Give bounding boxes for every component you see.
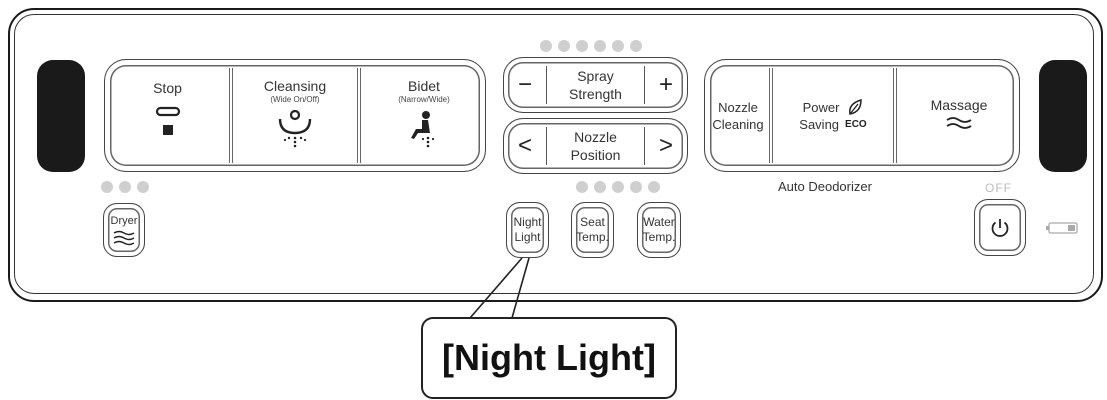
nozzle-cleaning-label-1: Nozzle	[718, 99, 758, 115]
level-dot	[558, 40, 570, 52]
nozzle-position-label: Nozzle Position	[544, 119, 647, 173]
dryer-level-indicator	[101, 181, 149, 193]
nozzle-label-2: Position	[570, 147, 621, 163]
divider	[643, 127, 645, 165]
power-button[interactable]	[974, 199, 1026, 256]
nozzle-label-1: Nozzle	[574, 129, 617, 145]
massage-wave-icon	[946, 117, 972, 129]
divider	[546, 127, 548, 165]
main-button-group: Stop Cleansing (Wide On/Off) Bidet (Narr…	[104, 59, 486, 172]
left-sensor	[37, 60, 85, 172]
spray-label-1: Spray	[577, 68, 614, 84]
spray-decrease-button[interactable]: −	[517, 71, 532, 98]
level-dot	[576, 181, 588, 193]
level-dot	[576, 40, 588, 52]
divider	[643, 66, 645, 104]
level-dot	[594, 40, 606, 52]
water-temp-button[interactable]: Water Temp.	[637, 202, 681, 258]
nozzle-cleaning-button[interactable]: Nozzle Cleaning	[705, 60, 771, 171]
bidet-label: Bidet	[408, 78, 440, 94]
cleansing-button[interactable]: Cleansing (Wide On/Off)	[233, 60, 357, 171]
level-dot	[540, 40, 552, 52]
separator	[769, 68, 773, 163]
power-saving-row-1: Power	[803, 98, 864, 116]
power-icon	[991, 218, 1009, 237]
massage-button[interactable]: Massage	[897, 60, 1021, 171]
level-dot	[612, 40, 624, 52]
seat-temp-label-1: Seat	[580, 215, 605, 229]
nozzle-back-button[interactable]: <	[517, 132, 532, 159]
seat-temp-button[interactable]: Seat Temp.	[571, 202, 614, 258]
level-dot	[594, 181, 606, 193]
cleansing-icon	[278, 109, 312, 148]
massage-label: Massage	[930, 97, 988, 113]
night-light-label-2: Light	[514, 230, 541, 244]
divider	[546, 66, 548, 104]
night-light-callout: [Night Light]	[421, 317, 677, 399]
separator	[229, 68, 233, 163]
auto-deodorizer-label: Auto Deodorizer	[778, 179, 872, 194]
stop-label: Stop	[153, 80, 182, 96]
dryer-wave-icon	[113, 230, 135, 245]
level-dot	[612, 181, 624, 193]
stop-button[interactable]: Stop	[105, 60, 230, 171]
power-saving-label-2: Saving	[799, 117, 840, 132]
separator	[893, 68, 897, 163]
spray-label-2: Strength	[569, 86, 622, 102]
remote-panel-inner	[14, 14, 1094, 294]
spray-strength-indicator	[540, 40, 642, 52]
separator	[357, 68, 361, 163]
bidet-icon	[411, 111, 435, 148]
nozzle-cleaning-label-2: Cleaning	[712, 116, 764, 132]
dryer-label: Dryer	[110, 214, 138, 227]
water-temp-label-1: Water	[643, 215, 675, 229]
level-dot	[648, 181, 660, 193]
night-light-button[interactable]: Night Light	[506, 202, 549, 258]
nozzle-position-control: < Nozzle Position >	[503, 118, 688, 174]
cleansing-sublabel: (Wide On/Off)	[270, 95, 320, 104]
power-saving-button[interactable]: Power Saving ECO	[773, 60, 893, 171]
spray-strength-label: Spray Strength	[544, 58, 647, 112]
temperature-level-indicator	[576, 181, 660, 193]
off-label: OFF	[985, 181, 1012, 195]
seat-temp-label-2: Temp.	[576, 230, 609, 244]
cleansing-label: Cleansing	[263, 78, 327, 94]
stop-icon	[155, 106, 180, 135]
right-sensor	[1039, 60, 1087, 172]
power-saving-label-1: Power	[802, 99, 840, 115]
level-dot	[630, 40, 642, 52]
water-temp-label-2: Temp.	[642, 230, 676, 244]
level-dot	[137, 181, 149, 193]
level-dot	[101, 181, 113, 193]
level-dot	[119, 181, 131, 193]
power-saving-row-2: Saving ECO	[799, 116, 866, 133]
eco-label: ECO	[845, 119, 867, 130]
right-button-group: Nozzle Cleaning Power Saving ECO Massage	[704, 59, 1020, 172]
night-light-label-1: Night	[513, 215, 542, 229]
spray-increase-button[interactable]: +	[658, 71, 673, 98]
eco-leaf-icon	[849, 98, 863, 115]
spray-strength-control: − Spray Strength +	[503, 57, 688, 113]
bidet-button[interactable]: Bidet (Narrow/Wide)	[361, 60, 487, 171]
battery-icon	[1046, 222, 1078, 234]
level-dot	[630, 181, 642, 193]
nozzle-forward-button[interactable]: >	[658, 132, 673, 159]
dryer-button[interactable]: Dryer	[103, 203, 145, 257]
bidet-sublabel: (Narrow/Wide)	[398, 95, 450, 104]
